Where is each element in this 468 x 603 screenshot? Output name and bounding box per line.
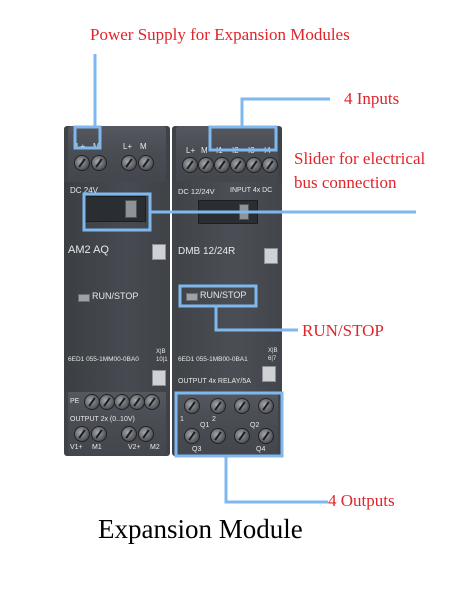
power-supply-annotation: Power Supply for Expansion Modules (90, 25, 350, 44)
right-bottom-terminal-6 (210, 428, 226, 444)
left-run-stop-label: RUN/STOP (92, 291, 139, 301)
figure-caption: Expansion Module (98, 514, 303, 544)
right-top-terminal-3 (214, 157, 230, 173)
right-run-stop-label: RUN/STOP (200, 290, 247, 300)
right-module-top-terminal-block (176, 126, 278, 184)
right-module-name: DMB 12/24R (178, 246, 236, 257)
right-bottom-terminal-3 (234, 398, 250, 414)
right-top-terminal-5 (246, 157, 262, 173)
left-bottom-label-m2: M2 (150, 444, 160, 451)
left-bottom-terminal-7 (91, 426, 107, 442)
right-top-terminal-1 (182, 157, 198, 173)
right-run-stop-led (186, 293, 198, 301)
left-term-label-lplus-2: L+ (123, 142, 133, 151)
right-q1-label: Q1 (200, 422, 210, 429)
right-version-sub: 6|7 (268, 356, 277, 362)
left-order-number: 6ED1 055-1MM00-0BA0 (68, 356, 139, 363)
right-term-label-lplus: L+ (186, 146, 196, 155)
power-supply-callout-line (73, 54, 102, 150)
left-top-terminal-3 (121, 155, 137, 171)
left-output-label: OUTPUT 2x (0..10V) (70, 416, 135, 423)
right-bottom-terminal-4 (258, 398, 274, 414)
left-run-stop-led (78, 294, 90, 302)
run-stop-annotation: RUN/STOP (302, 321, 384, 340)
right-bottom-terminal-1 (184, 398, 200, 414)
slider-annotation-line-1: Slider for electrical (294, 149, 426, 168)
left-term-label-m-2: M (140, 142, 147, 151)
right-term-label-m: M (201, 146, 208, 155)
left-bottom-terminal-6 (74, 426, 90, 442)
right-bottom-terminal-7 (234, 428, 250, 444)
outputs-annotation: 4 Outputs (328, 491, 395, 510)
left-version: X|B (156, 349, 166, 355)
left-supply-label: DC 24V (70, 186, 99, 195)
right-module-corner-square (264, 248, 278, 264)
left-pe-label: PE (70, 398, 80, 405)
outputs-callout-line (174, 391, 328, 504)
right-input-label: INPUT 4x DC (230, 187, 273, 194)
right-bottom-terminal-5 (184, 428, 200, 444)
inputs-callout-line (208, 97, 330, 152)
run-stop-callout-line (178, 284, 298, 332)
right-top-terminal-6 (262, 157, 278, 173)
right-bottom-terminal-8 (258, 428, 274, 444)
left-top-terminal-2 (91, 155, 107, 171)
slider-callout-line (82, 192, 416, 232)
slider-annotation-line-2: bus connection (294, 173, 397, 192)
left-bottom-terminal-8 (121, 426, 137, 442)
right-top-terminal-4 (230, 157, 246, 173)
left-top-terminal-4 (138, 155, 154, 171)
left-module-corner-square-2 (152, 370, 166, 386)
right-q3-label: Q3 (192, 446, 202, 453)
right-order-number: 6ED1 055-1MB00-0BA1 (178, 356, 248, 363)
left-bottom-label-m1: M1 (92, 444, 102, 451)
left-top-terminal-1 (74, 155, 90, 171)
inputs-annotation: 4 Inputs (344, 89, 400, 108)
right-supply-label: DC 12/24V (178, 187, 215, 196)
left-version-sub: 10|1 (156, 357, 168, 363)
right-module-corner-square-2 (262, 366, 276, 382)
left-bottom-terminal-5 (144, 394, 160, 410)
left-module: L+ M L+ M DC 24V AM2 AQ RUN/STOP 6ED1 05… (64, 126, 170, 456)
left-bus-slider[interactable] (84, 196, 146, 222)
right-bottom-terminal-2 (210, 398, 226, 414)
left-module-corner-square (152, 244, 166, 260)
right-output-label: OUTPUT 4x RELAY/5A (178, 378, 251, 385)
left-bottom-terminal-9 (138, 426, 154, 442)
right-contact-1: 1 (180, 416, 184, 423)
right-q2-label: Q2 (250, 422, 260, 429)
left-bottom-label-v2: V2+ (128, 444, 141, 451)
right-q4-label: Q4 (256, 446, 266, 453)
right-contact-2: 2 (212, 416, 216, 423)
left-bus-slider-handle[interactable] (125, 200, 137, 218)
left-bottom-label-v1: V1+ (70, 444, 83, 451)
left-module-name: AM2 AQ (68, 244, 109, 256)
right-version: X|B (268, 348, 278, 354)
right-top-terminal-2 (198, 157, 214, 173)
